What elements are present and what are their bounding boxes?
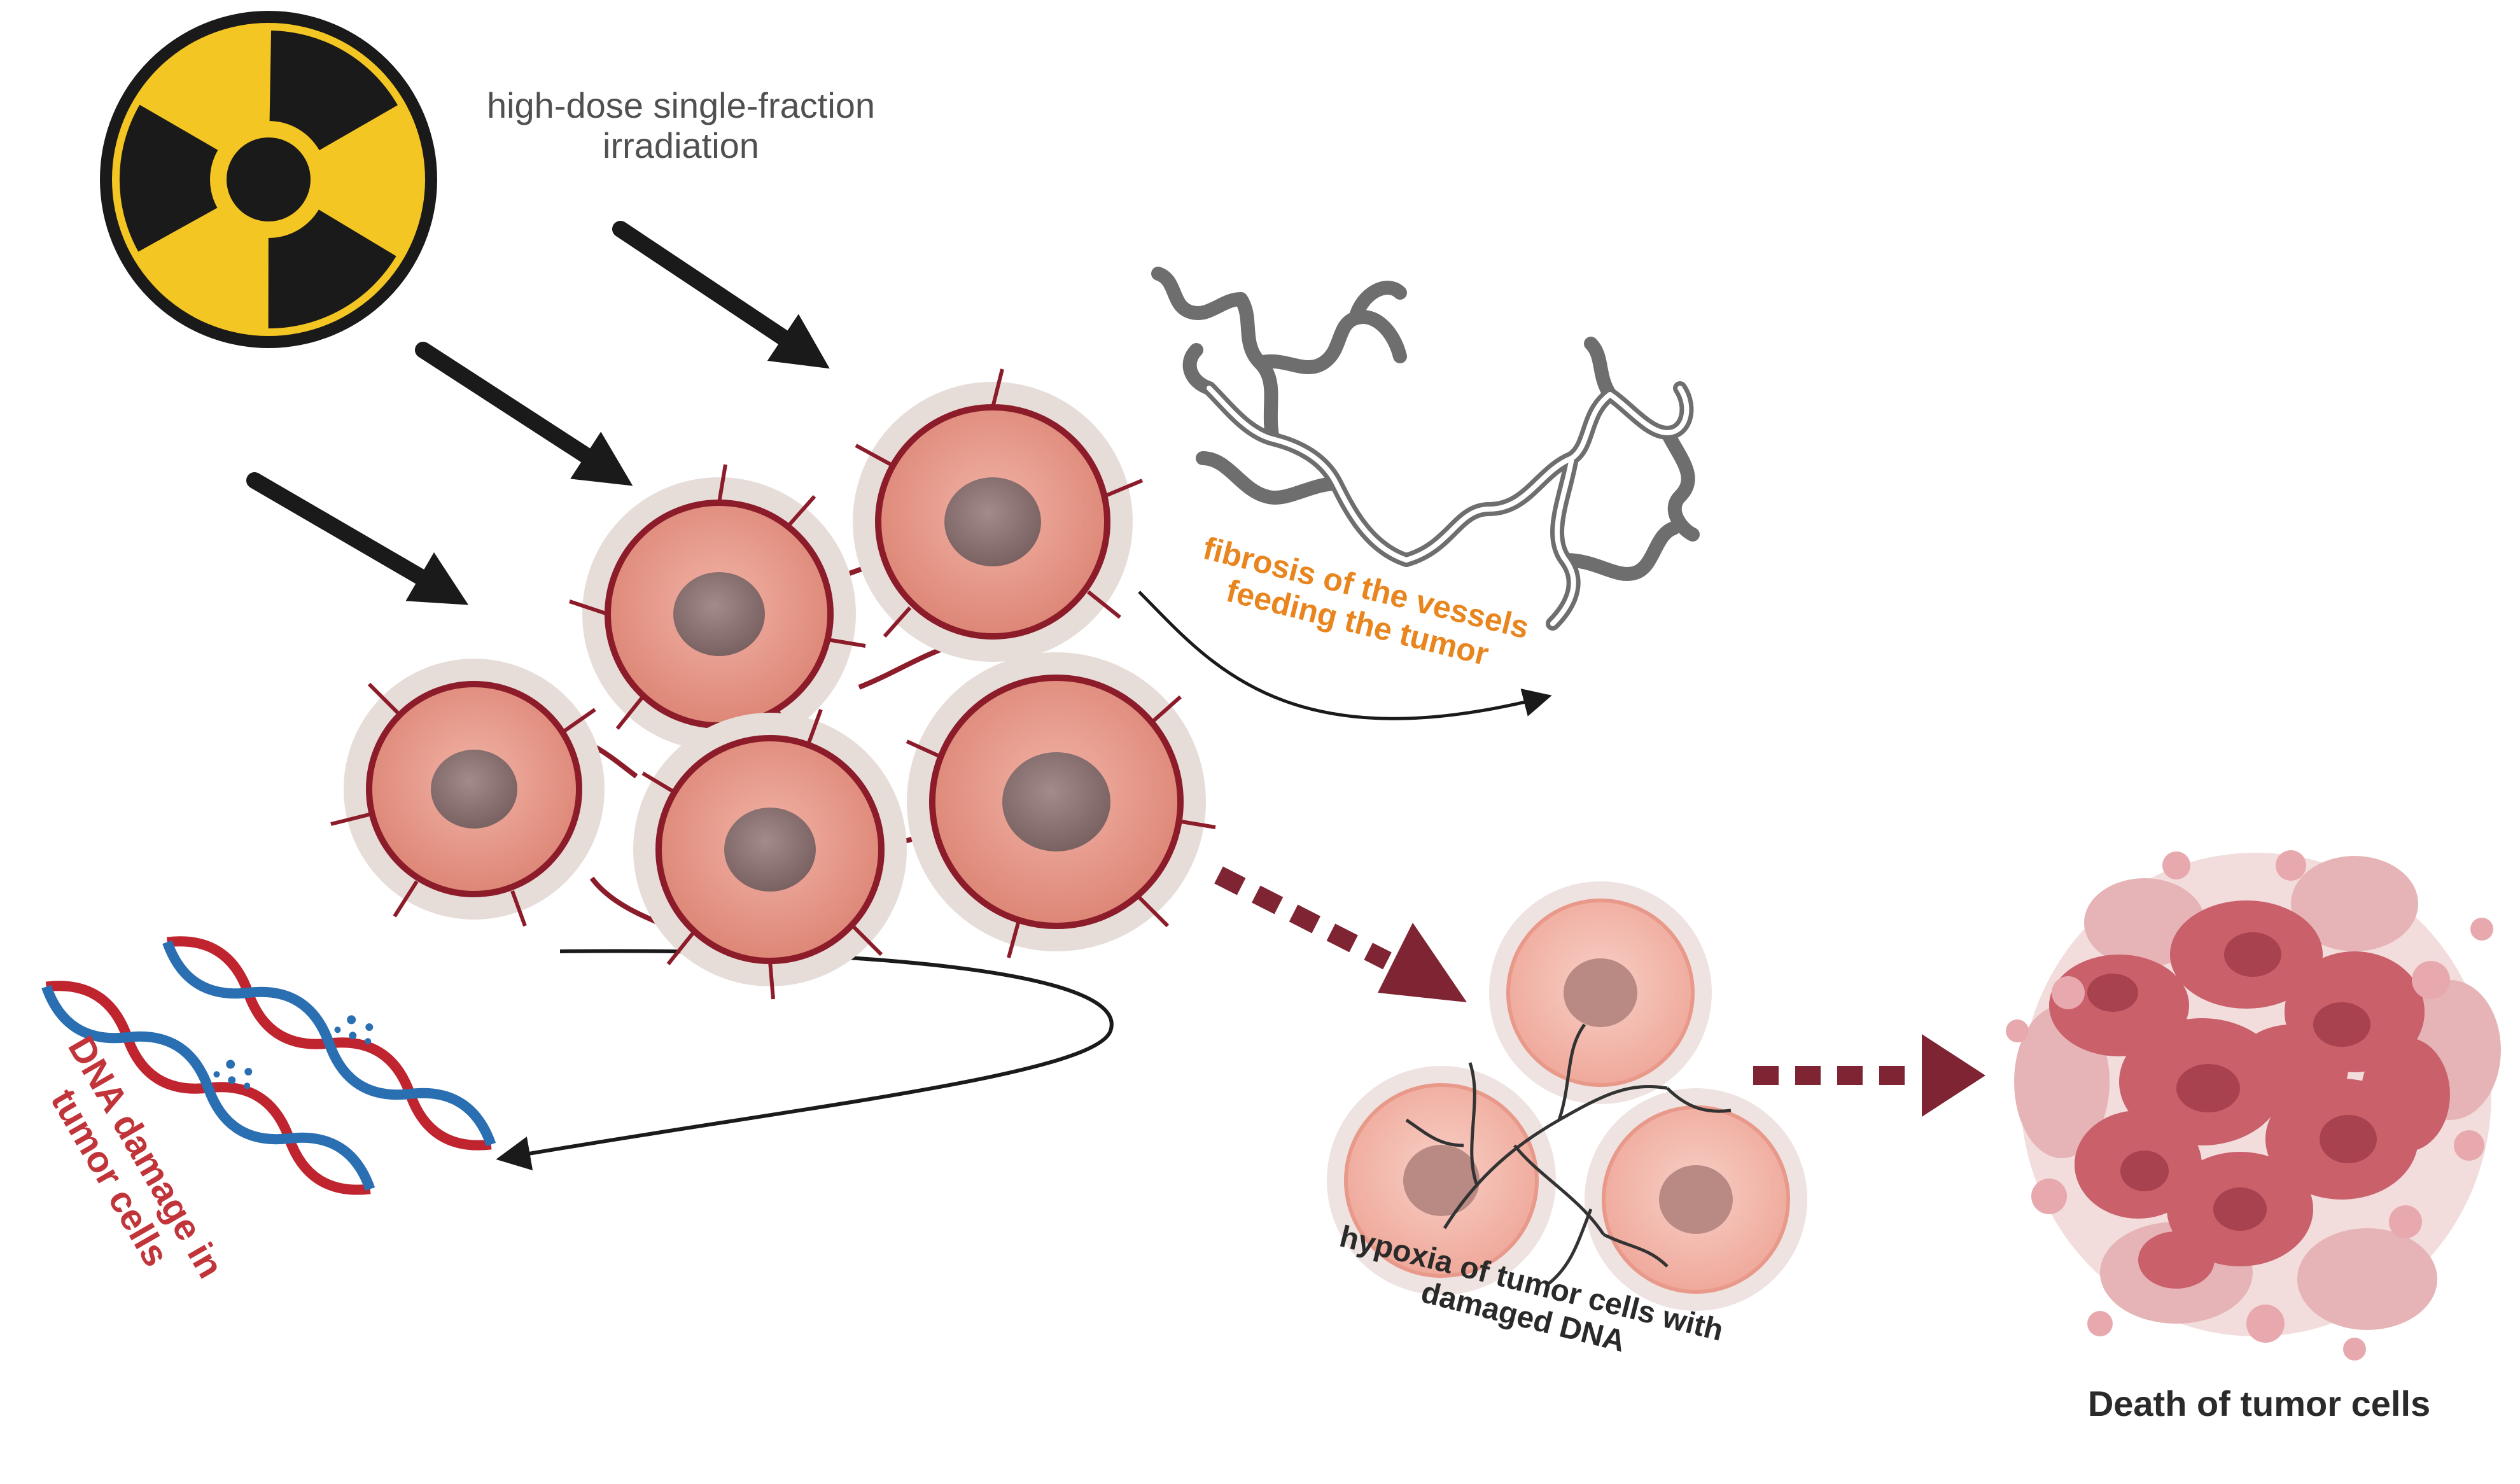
flow-arrow-to-death bbox=[1753, 1034, 1985, 1117]
dna-helix bbox=[162, 936, 496, 1151]
dead-cell-debris bbox=[2006, 850, 2501, 1361]
hypoxic-cell-cluster bbox=[1327, 881, 1807, 1311]
death-label: Death of tumor cells bbox=[2087, 1383, 2431, 1424]
radiation-arrow-3 bbox=[246, 472, 469, 605]
dna-helix bbox=[41, 981, 375, 1195]
radiation-arrow-1 bbox=[612, 221, 830, 369]
tumor-cell bbox=[330, 659, 605, 927]
hypoxic-cell bbox=[1327, 1066, 1556, 1295]
fibrotic-vessel-inner bbox=[1207, 386, 1690, 626]
hypoxic-cell bbox=[1585, 1088, 1807, 1311]
tumor-cell-nucleus bbox=[724, 808, 816, 892]
tumor-cell-nucleus bbox=[431, 750, 517, 829]
tumor-cell bbox=[906, 652, 1216, 958]
tumor-cell bbox=[853, 368, 1144, 662]
radiation-arrow-2 bbox=[415, 342, 633, 486]
tumor-cell bbox=[633, 708, 907, 1000]
hypoxic-cell bbox=[1489, 881, 1712, 1104]
tumor-cell bbox=[569, 464, 866, 751]
hypoxic-cell-nucleus bbox=[1564, 958, 1637, 1027]
flow-arrow-to-hypoxia bbox=[1214, 866, 1467, 1002]
radiation-arrows bbox=[246, 221, 830, 605]
tumor-cell-cluster bbox=[330, 368, 1216, 1000]
hypoxic-cell-nucleus bbox=[1659, 1165, 1733, 1234]
hypoxic-cell-nucleus bbox=[1403, 1145, 1480, 1216]
radiation-trefoil-icon bbox=[100, 11, 437, 348]
tumor-cell-nucleus bbox=[1002, 752, 1110, 851]
irradiation-label: high-dose single-fraction irradiation bbox=[486, 85, 876, 165]
dna-break-fragments bbox=[334, 1015, 374, 1045]
tumor-cell-nucleus bbox=[673, 572, 765, 656]
tumor-cell-nucleus bbox=[944, 477, 1041, 566]
dna-break-fragments bbox=[213, 1060, 253, 1089]
collapsed-vessels bbox=[1405, 1023, 1732, 1287]
fibrosis-curve-arrow bbox=[1138, 591, 1552, 720]
dna-damage-curve-arrow bbox=[496, 949, 1114, 1171]
